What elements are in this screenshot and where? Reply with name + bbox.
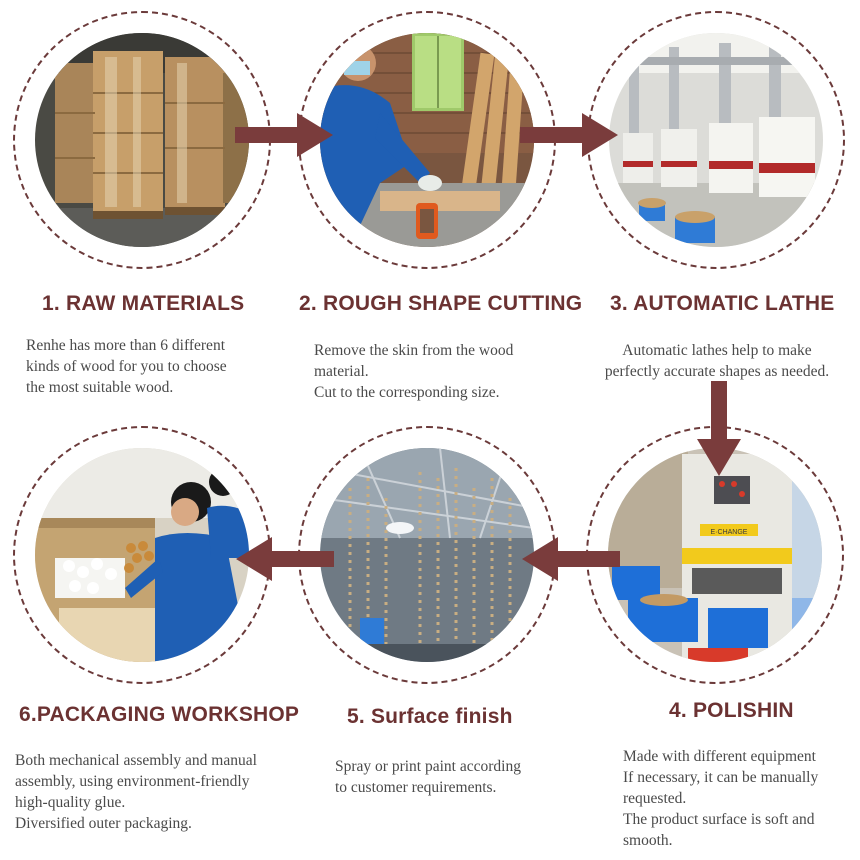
step6-desc-line: high-quality glue. — [15, 794, 126, 811]
step4-title: 4. POLISHIN — [669, 699, 794, 722]
stacked-wood-pallets-photo — [35, 33, 249, 247]
packaging-worker-photo — [35, 448, 249, 662]
step4-desc-line: requested. — [623, 790, 687, 807]
step4-desc-line: If necessary, it can be manually — [623, 769, 819, 786]
step1-title: 1. RAW MATERIALS — [42, 292, 245, 315]
step5-desc-line: Spray or print paint according — [335, 758, 521, 775]
step6-desc-line: assembly, using environment-friendly — [15, 773, 250, 790]
automatic-lathe-machines-photo — [609, 33, 823, 247]
step5-title: 5. Surface finish — [347, 705, 513, 728]
step3-description: Automatic lathes help to make perfectly … — [582, 340, 852, 382]
paint-spray-line-photo — [320, 448, 534, 662]
step5-description: Spray or print paint according to custom… — [335, 756, 521, 798]
step3-title: 3. AUTOMATIC LATHE — [610, 292, 835, 315]
step3-desc-line: Automatic lathes help to make — [622, 342, 812, 359]
polishing-machine-photo: E·CHANGE — [608, 448, 822, 662]
arrow-4-to-5 — [522, 537, 620, 581]
arrow-1-to-2 — [235, 113, 333, 157]
step4-description: Made with different equipment If necessa… — [623, 746, 818, 851]
step2-title: 2. ROUGH SHAPE CUTTING — [299, 292, 583, 315]
step6-desc-line: Both mechanical assembly and manual — [15, 752, 257, 769]
machine-brand-label: E·CHANGE — [711, 529, 748, 536]
step6-description: Both mechanical assembly and manual asse… — [15, 750, 257, 834]
step1-description: Renhe has more than 6 different kinds of… — [26, 335, 227, 398]
step5-desc-line: to customer requirements. — [335, 779, 497, 796]
step1-desc-line: Renhe has more than 6 different — [26, 337, 225, 354]
step4-desc-line: The product surface is soft and — [623, 811, 815, 828]
step2-desc-line: material. — [314, 363, 369, 380]
step3-desc-line: perfectly accurate shapes as needed. — [604, 363, 830, 380]
step4-desc-line: smooth. — [623, 832, 673, 849]
arrow-2-to-3 — [520, 113, 618, 157]
step1-desc-line: the most suitable wood. — [26, 379, 174, 396]
step4-desc-line: Made with different equipment — [623, 748, 816, 765]
arrow-5-to-6 — [236, 537, 334, 581]
step2-desc-line: Cut to the corresponding size. — [314, 384, 500, 401]
step6-title: 6.PACKAGING WORKSHOP — [19, 703, 300, 726]
step6-desc-line: Diversified outer packaging. — [15, 815, 192, 832]
step1-desc-line: kinds of wood for you to choose — [26, 358, 227, 375]
step2-description: Remove the skin from the wood material. … — [314, 340, 513, 403]
worker-cutting-wood-photo — [320, 33, 534, 247]
arrow-3-to-4 — [697, 381, 741, 476]
step2-desc-line: Remove the skin from the wood — [314, 342, 514, 359]
